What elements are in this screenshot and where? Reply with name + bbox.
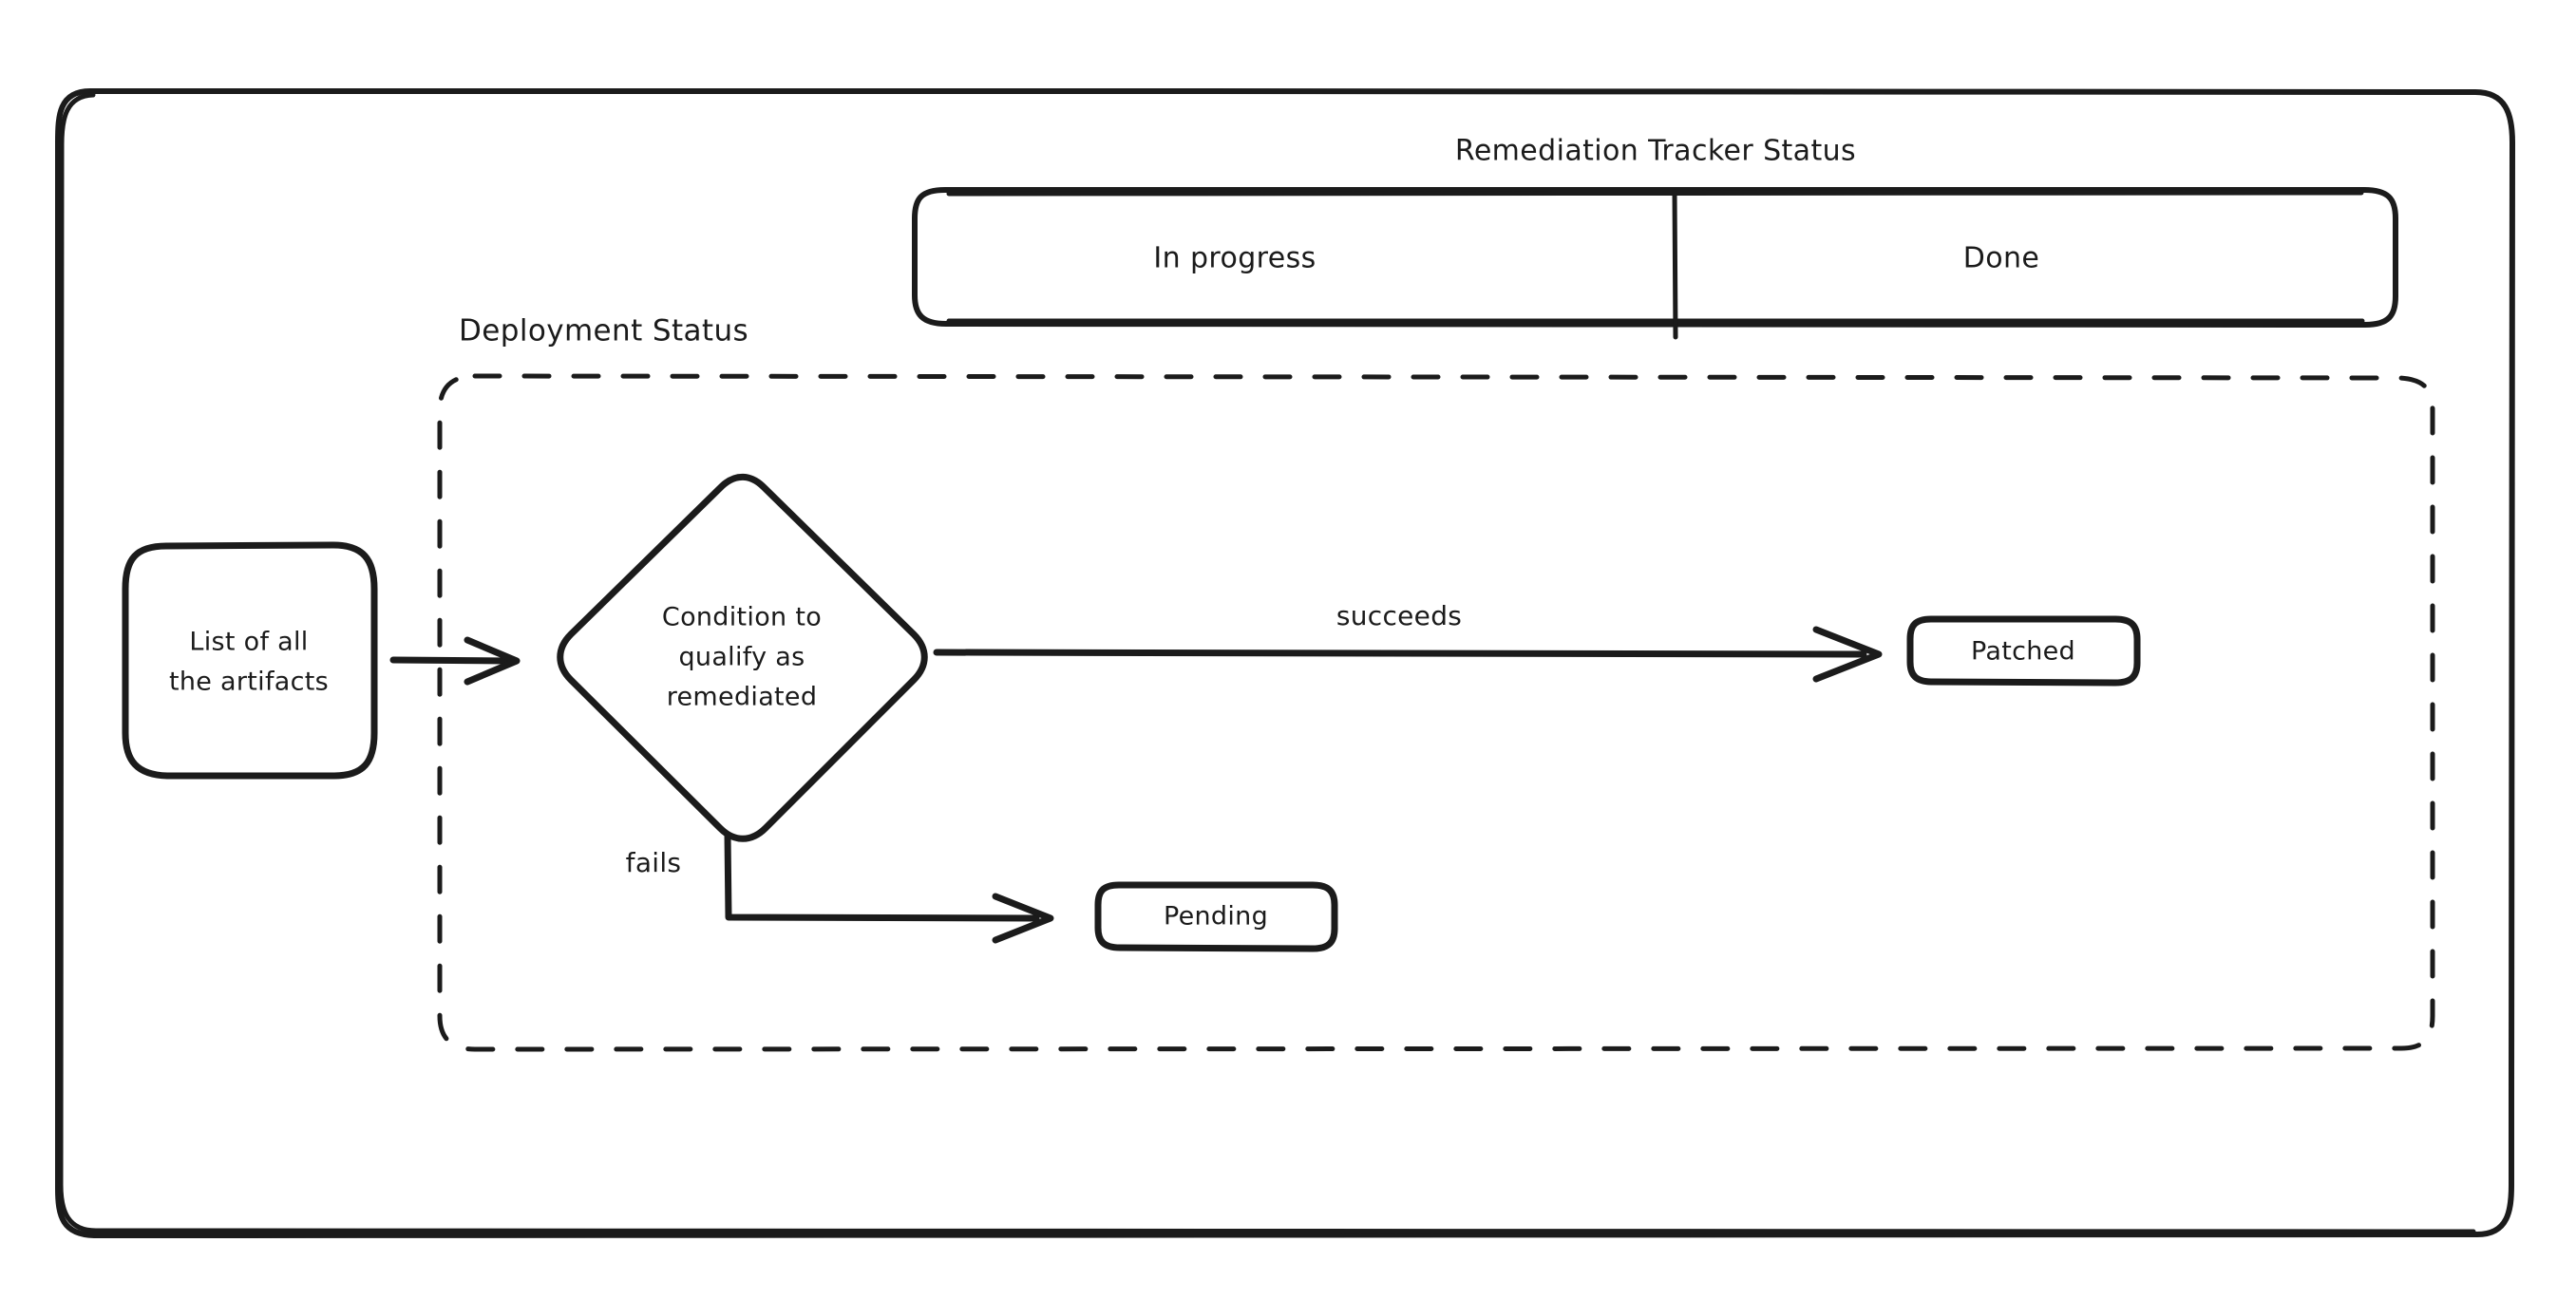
node-label-line2: the artifacts	[169, 668, 329, 697]
node-patched[interactable]: Patched	[1906, 615, 2141, 687]
node-pending[interactable]: Pending	[1094, 881, 1338, 952]
swimlane-title: Remediation Tracker Status	[1455, 135, 1856, 168]
swimlane-header-box	[912, 187, 2398, 340]
edge-condition-to-pending: fails	[626, 831, 1054, 944]
node-label-line3: remediated	[667, 683, 818, 712]
edge-label-fails: fails	[626, 847, 682, 878]
node-label-pending: Pending	[1164, 902, 1268, 932]
group-boundary-deployment-status	[437, 373, 2435, 1052]
node-label-line2: qualify as	[678, 643, 805, 672]
swimlane-label-done: Done	[1963, 242, 2040, 275]
node-label-line1: Condition to	[662, 603, 822, 632]
swimlane-label-in-progress: In progress	[1153, 242, 1316, 275]
node-label-line1: List of all	[189, 628, 308, 657]
node-list-of-artifacts[interactable]: List of all the artifacts	[122, 541, 378, 780]
node-condition-diamond[interactable]: Condition to qualify as remediated	[557, 473, 928, 842]
group-label-deployment-status: Deployment Status	[459, 314, 748, 348]
outer-container	[55, 88, 2515, 1238]
node-label-patched: Patched	[1971, 637, 2075, 667]
edge-condition-to-patched: succeeds	[933, 600, 1883, 683]
edge-artifacts-to-condition	[389, 636, 521, 686]
edge-label-succeeds: succeeds	[1336, 600, 1462, 631]
